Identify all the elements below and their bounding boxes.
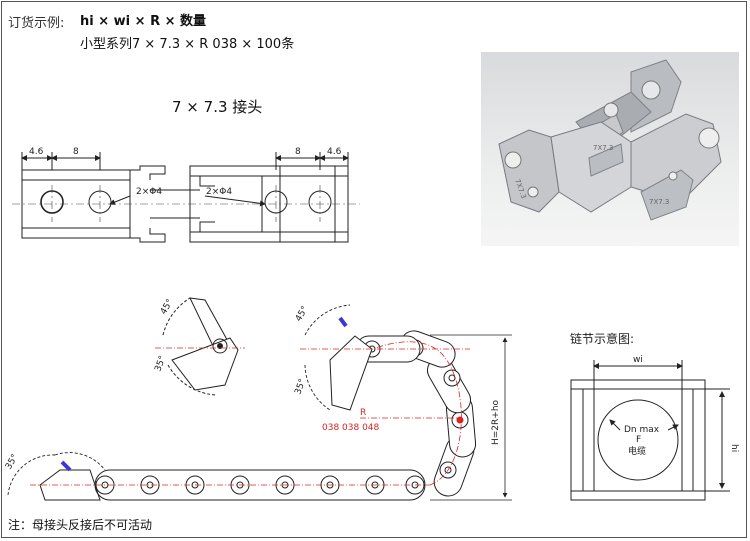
joint-plan-view xyxy=(21,152,349,243)
order-example-label: 订货示例: xyxy=(8,16,65,31)
circle-label-f: F xyxy=(636,435,641,445)
hole-label-right: 2×Φ4 xyxy=(206,187,232,197)
swing-angle-lower: 35° xyxy=(153,355,168,373)
chain-swing-arcs xyxy=(7,304,351,496)
end-angle: 35° xyxy=(4,453,21,472)
height-formula: H=2R+ho xyxy=(491,399,501,445)
radius-values: 038 038 048 xyxy=(322,423,380,433)
dim-right-large: 8 xyxy=(295,147,301,157)
link-diagram-title: 链节示意图: xyxy=(570,332,635,346)
joint-3d-render: 7X7.3 7X7.3 7X7.3 xyxy=(481,52,739,246)
order-example-value: 小型系列7 × 7.3 × R 038 × 100条 xyxy=(80,37,295,52)
link-width-label: wi xyxy=(633,355,643,365)
radius-label: R xyxy=(360,408,366,418)
chain-center-path xyxy=(30,341,470,486)
swing-angle-upper: 45° xyxy=(159,298,176,317)
joint-swing-detail xyxy=(155,297,245,396)
link-section-diagram xyxy=(570,360,730,501)
link-height-label: hi xyxy=(729,444,739,452)
order-formula: hi × wi × R × 数量 xyxy=(80,14,207,29)
dim-left-large: 8 xyxy=(73,147,79,157)
top-marker-blue xyxy=(338,316,348,328)
joint-3d-render-art: 7X7.3 7X7.3 7X7.3 xyxy=(498,59,722,221)
chain-height-dimension xyxy=(430,334,512,501)
circle-label-dn: Dn max xyxy=(624,425,660,435)
dim-right-small: 4.6 xyxy=(327,147,342,157)
end-marker-blue xyxy=(60,460,72,472)
hole-label-left: 2×Φ4 xyxy=(136,187,162,197)
footer-note: 注：母接头反接后不可活动 xyxy=(8,518,153,532)
render-label-center: 7X7.3 xyxy=(593,144,613,152)
joint-centerlines xyxy=(12,185,360,222)
render-label-right: 7X7.3 xyxy=(649,198,669,206)
chain-assembly xyxy=(39,330,477,501)
joint-drawing-title: 7 × 7.3 接头 xyxy=(172,98,263,116)
chain-angle-upper: 45° xyxy=(294,305,311,324)
dim-left-small: 4.6 xyxy=(29,147,44,157)
chain-angle-lower: 35° xyxy=(293,378,308,396)
circle-label-cable: 电缆 xyxy=(628,445,646,457)
